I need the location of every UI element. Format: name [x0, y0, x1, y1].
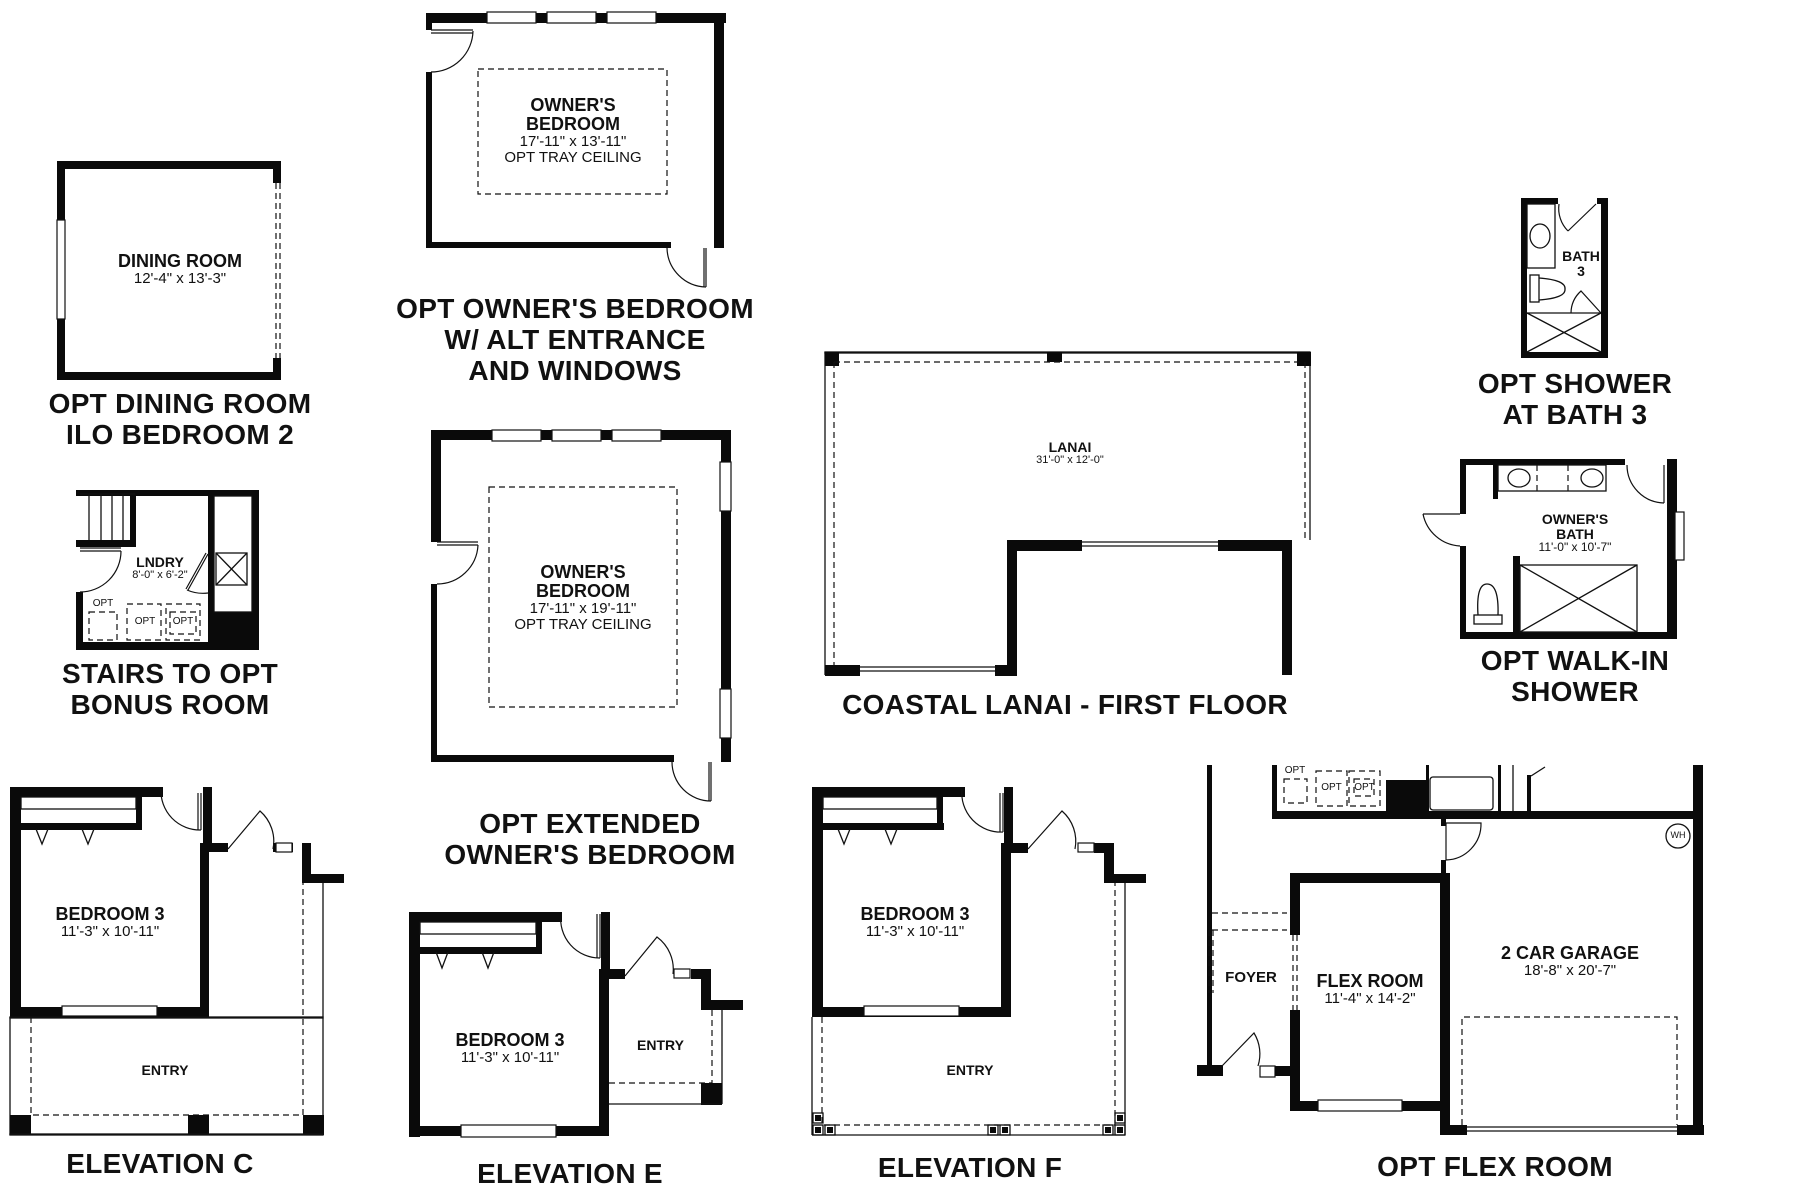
option-title-owners-extended: OPT EXTENDED OWNER'S BEDROOM	[444, 808, 736, 870]
elevation-c-plan	[9, 787, 344, 1136]
room-name: BATH	[1562, 248, 1600, 264]
room-dimensions: 18'-8" x 20'-7"	[1523, 961, 1617, 979]
option-title-lanai: COASTAL LANAI - FIRST FLOOR	[842, 689, 1288, 720]
owners-bedroom-extended-plan	[431, 429, 732, 802]
room-name: FOYER	[1225, 969, 1277, 986]
room-name: OWNER'S	[540, 562, 626, 582]
laundry-label: LNDRY 8'-0" x 6'-2"	[120, 555, 200, 581]
room-name: BATH	[1556, 525, 1594, 542]
dining-room-plan	[56, 161, 281, 380]
dining-room-label: DINING ROOM 12'-4" x 13'-3"	[90, 252, 270, 287]
room-note: OPT TRAY CEILING	[514, 615, 652, 633]
option-title-elevation-f: ELEVATION F	[877, 1152, 1063, 1183]
opt-fixture-label: OPT	[92, 598, 114, 609]
room-name: LANAI	[1048, 439, 1092, 455]
room-dimensions: 11'-0" x 10'-7"	[1538, 540, 1612, 555]
room-name: BEDROOM 3	[455, 1030, 565, 1050]
room-dimensions: 17'-11" x 19'-11"	[529, 599, 637, 617]
elevation-e-bedroom-label: BEDROOM 3 11'-3" x 10'-11"	[430, 1031, 590, 1066]
room-name: ENTRY	[141, 1062, 189, 1078]
bath-3-label: BATH 3	[1556, 249, 1606, 278]
room-name: BEDROOM	[536, 580, 630, 601]
room-dimensions: 11'-4" x 14'-2"	[1324, 989, 1416, 1007]
room-name: ENTRY	[946, 1062, 994, 1078]
elevation-f-bedroom-label: BEDROOM 3 11'-3" x 10'-11"	[835, 905, 995, 940]
room-dimensions: 11'-3" x 10'-11"	[60, 922, 160, 940]
opt-fixture-label: OPT	[1321, 782, 1342, 793]
stairs-laundry-plan	[76, 490, 259, 650]
elevation-c-entry-label: ENTRY	[120, 1063, 210, 1078]
lanai-label: LANAI 31'-0" x 12'-0"	[1000, 440, 1140, 466]
owners-bath-label: OWNER'S BATH 11'-0" x 10'-7"	[1520, 512, 1630, 554]
owners-bedroom-alt-label: OWNER'S BEDROOM 17'-11" x 13'-11" OPT TR…	[478, 96, 668, 165]
elevation-f-entry-label: ENTRY	[925, 1063, 1015, 1078]
option-title-elevation-e: ELEVATION E	[477, 1158, 663, 1189]
flex-room-label: FLEX ROOM 11'-4" x 14'-2"	[1300, 972, 1440, 1007]
room-dimensions: 17'-11" x 13'-11"	[519, 132, 627, 150]
room-name: FLEX ROOM	[1316, 971, 1424, 991]
option-title-bath-3: OPT SHOWER AT BATH 3	[1477, 368, 1673, 430]
elevation-e-plan	[409, 912, 743, 1138]
opt-fixture-label: OPT	[1354, 782, 1375, 793]
option-title-walkin-shower: OPT WALK-IN SHOWER	[1480, 645, 1670, 707]
owners-bath-walkin-plan	[1422, 459, 1685, 639]
option-title-dining: OPT DINING ROOM ILO BEDROOM 2	[48, 388, 312, 450]
room-dimensions: 8'-0" x 6'-2"	[132, 568, 188, 581]
option-title-flex-room: OPT FLEX ROOM	[1377, 1151, 1613, 1182]
lanai-plan	[824, 351, 1311, 676]
option-title-stairs: STAIRS TO OPT BONUS ROOM	[62, 658, 278, 720]
option-title-owners-alt: OPT OWNER'S BEDROOM W/ ALT ENTRANCE AND …	[396, 293, 754, 386]
flex-room-plan	[1197, 765, 1704, 1135]
room-dimensions: 11'-3" x 10'-11"	[865, 922, 965, 940]
elevation-e-entry-label: ENTRY	[618, 1038, 703, 1053]
room-note: OPT TRAY CEILING	[504, 148, 642, 166]
owners-bedroom-alt-plan	[426, 11, 726, 288]
owners-bedroom-extended-label: OWNER'S BEDROOM 17'-11" x 19'-11" OPT TR…	[488, 563, 678, 632]
elevation-c-bedroom-label: BEDROOM 3 11'-3" x 10'-11"	[30, 905, 190, 940]
room-name: ENTRY	[637, 1037, 684, 1053]
room-dimensions: 11'-3" x 10'-11"	[460, 1048, 560, 1066]
option-title-elevation-c: ELEVATION C	[66, 1148, 254, 1179]
room-dimensions: 31'-0" x 12'-0"	[1036, 453, 1104, 466]
room-name: DINING ROOM	[118, 251, 242, 271]
foyer-label: FOYER	[1212, 970, 1290, 986]
room-name: OWNER'S	[1541, 511, 1609, 527]
room-name: BEDROOM	[526, 113, 620, 134]
room-name: BEDROOM 3	[860, 904, 970, 924]
column-markers	[812, 1112, 1126, 1136]
room-name: OWNER'S	[530, 95, 616, 115]
opt-fixture-label: OPT	[134, 616, 156, 627]
room-name: LNDRY	[136, 554, 184, 570]
water-heater-label: WH	[1670, 830, 1686, 840]
opt-fixture-label: OPT	[172, 616, 194, 627]
room-dimensions: 12'-4" x 13'-3"	[133, 269, 227, 287]
garage-label: 2 CAR GARAGE 18'-8" x 20'-7"	[1470, 944, 1670, 979]
room-name: BEDROOM 3	[55, 904, 165, 924]
room-name: 2 CAR GARAGE	[1500, 943, 1639, 963]
bath-3-plan	[1521, 198, 1608, 358]
room-name: 3	[1577, 262, 1585, 279]
opt-fixture-label: OPT	[1284, 765, 1306, 776]
elevation-f-plan	[811, 787, 1146, 1136]
